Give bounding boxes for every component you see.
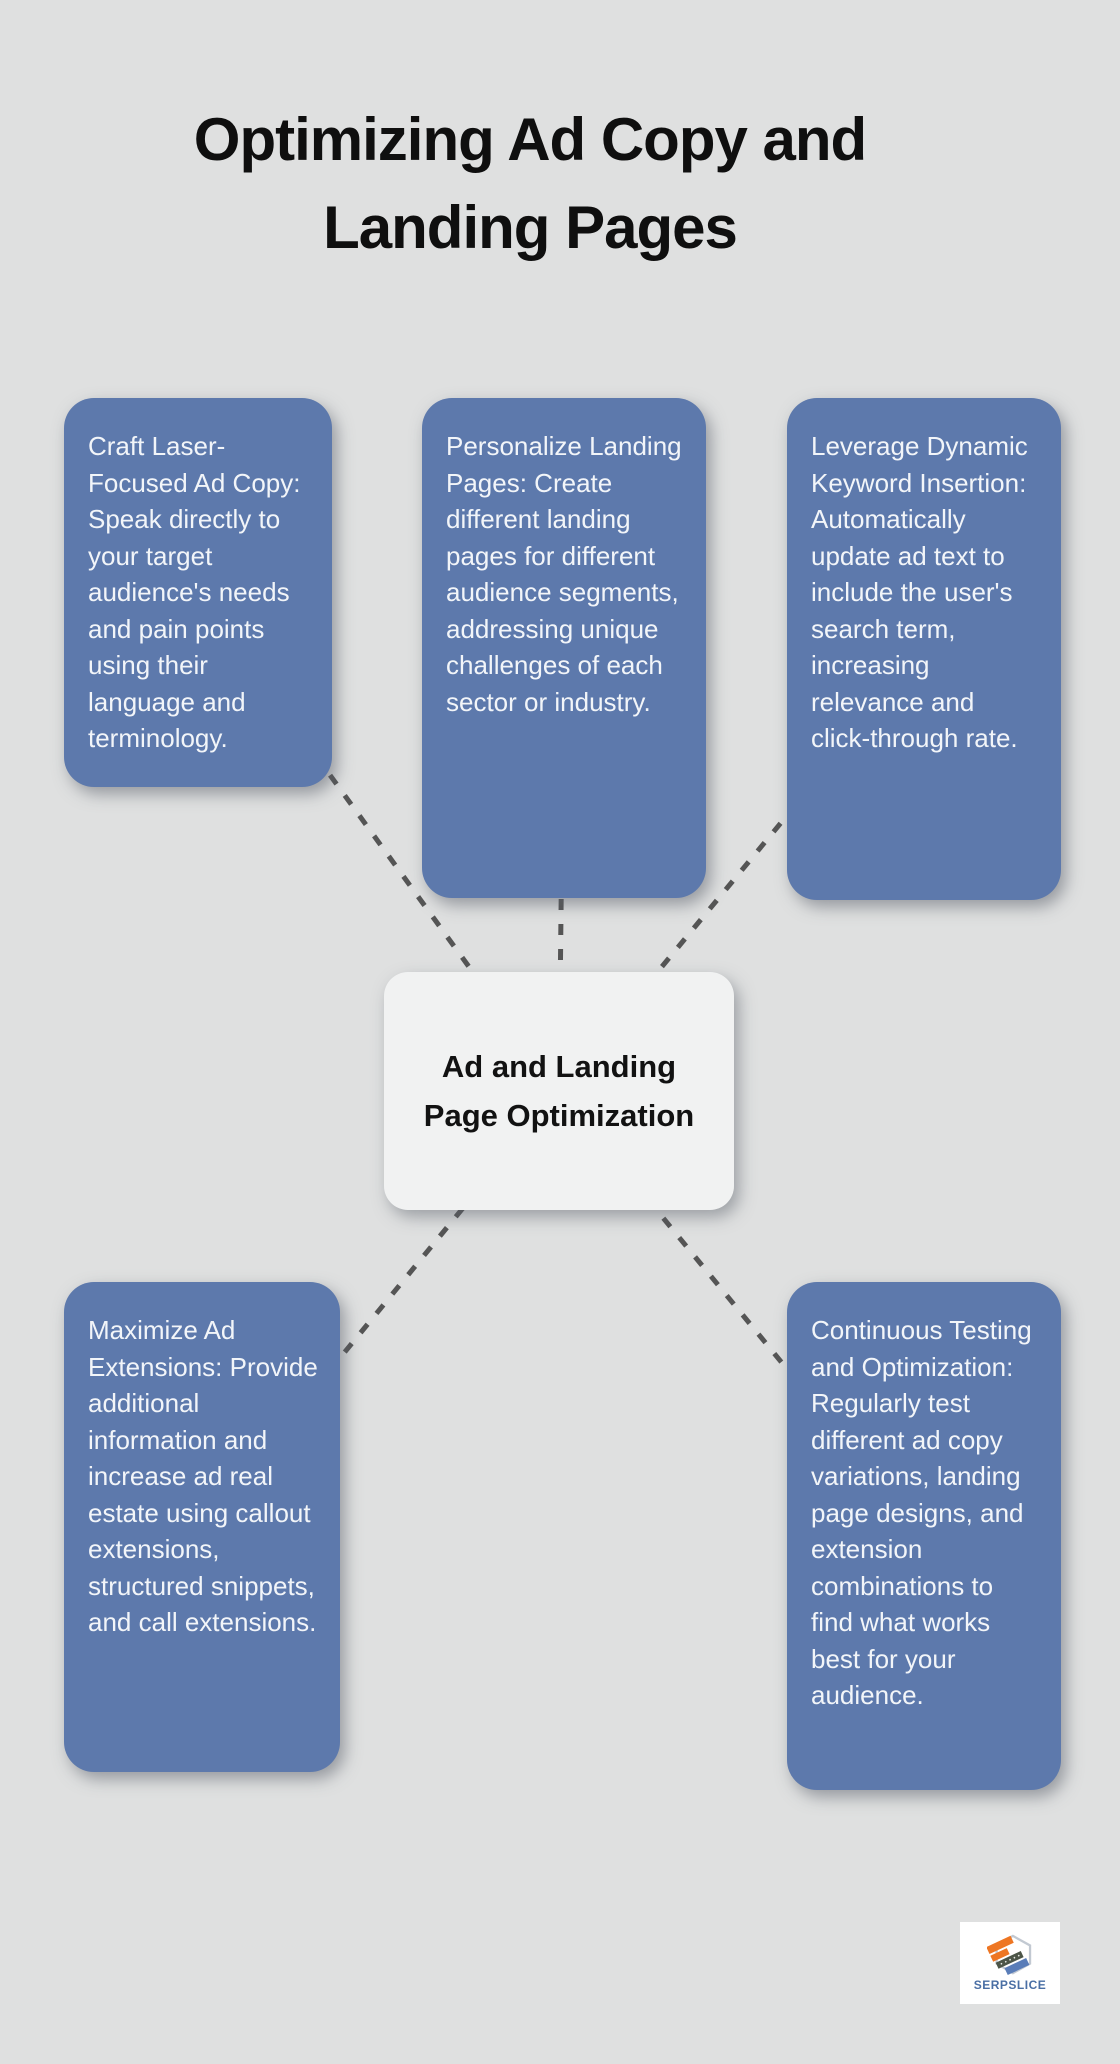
node-craft-ad-copy-text: Craft Laser-Focused Ad Copy: Speak direc… [88, 431, 301, 753]
logo-card: SERPSLICE [960, 1922, 1060, 2004]
node-maximize-ad-extensions-text: Maximize Ad Extensions: Provide addition… [88, 1315, 318, 1637]
center-node: Ad and Landing Page Optimization [384, 972, 734, 1210]
page-title: Optimizing Ad Copy and Landing Pages [0, 96, 1060, 272]
node-dynamic-keyword-insertion-text: Leverage Dynamic Keyword Insertion: Auto… [811, 431, 1028, 753]
center-node-label: Ad and Landing Page Optimization [423, 1049, 695, 1133]
node-personalize-landing-pages: Personalize Landing Pages: Create differ… [422, 398, 706, 898]
page-title-text: Optimizing Ad Copy and Landing Pages [193, 106, 867, 261]
connector-bottom-left [200, 1089, 561, 1528]
node-craft-ad-copy: Craft Laser-Focused Ad Copy: Speak direc… [64, 398, 332, 787]
node-dynamic-keyword-insertion: Leverage Dynamic Keyword Insertion: Auto… [787, 398, 1061, 900]
serpslice-logo-icon [987, 1934, 1032, 1976]
node-continuous-testing: Continuous Testing and Optimization: Reg… [787, 1282, 1061, 1790]
node-maximize-ad-extensions: Maximize Ad Extensions: Provide addition… [64, 1282, 340, 1772]
node-personalize-landing-pages-text: Personalize Landing Pages: Create differ… [446, 431, 682, 717]
logo-wordmark: SERPSLICE [973, 1978, 1047, 1992]
node-continuous-testing-text: Continuous Testing and Optimization: Reg… [811, 1315, 1032, 1710]
